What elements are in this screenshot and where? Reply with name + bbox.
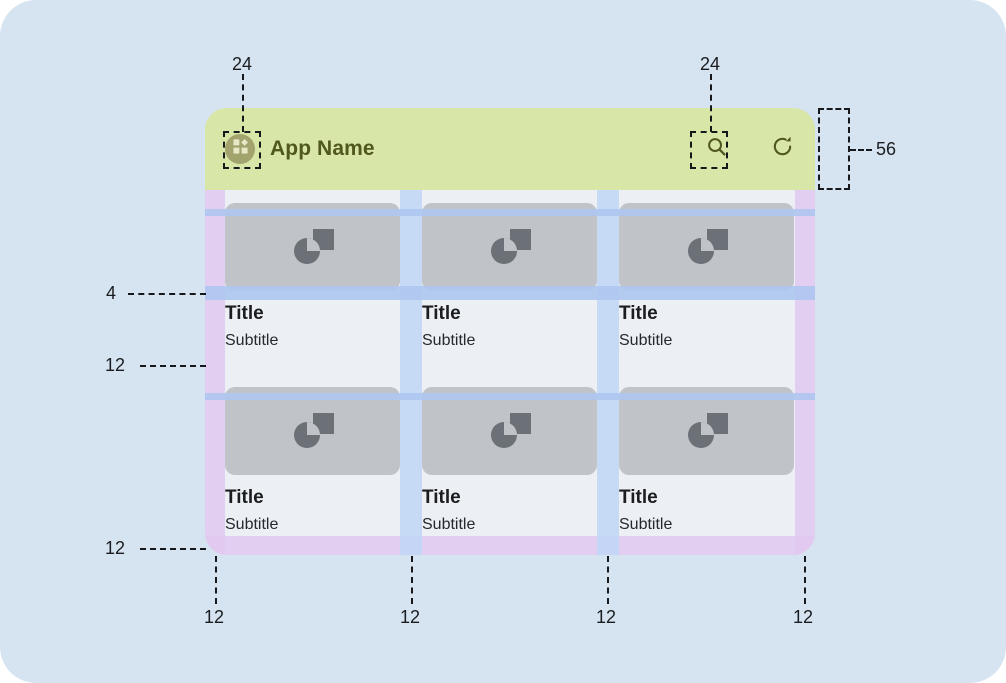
dim-label-gutter-mid-2: 12	[596, 607, 617, 627]
leader-media-title-gap	[128, 293, 206, 295]
card[interactable]: Title Subtitle	[422, 387, 597, 534]
dim-label-bottom-margin: 12	[105, 538, 126, 558]
card-subtitle: Subtitle	[422, 515, 476, 533]
card-title: Title	[619, 303, 658, 324]
leader-search-touch	[710, 74, 712, 132]
card-subtitle: Subtitle	[422, 331, 476, 349]
card-subtitle: Subtitle	[619, 331, 673, 349]
image-placeholder-icon	[490, 413, 531, 448]
app-logo-button[interactable]	[225, 134, 255, 164]
leader-row-gap	[140, 365, 206, 367]
card-title: Title	[619, 487, 658, 508]
card-text: Title Subtitle	[225, 475, 400, 534]
dim-label-search-touch: 24	[700, 54, 721, 74]
card[interactable]: Title Subtitle	[422, 203, 597, 350]
app-mock: App Name	[205, 108, 815, 555]
card[interactable]: Title Subtitle	[619, 387, 794, 534]
card-title: Title	[225, 487, 264, 508]
card-media	[619, 203, 794, 291]
leader-gutter-left	[215, 556, 217, 604]
card-media	[225, 203, 400, 291]
dim-label-gutter-right: 12	[793, 607, 814, 627]
dim-label-gutter-left: 12	[204, 607, 225, 627]
leader-bottom-margin	[140, 548, 206, 550]
search-icon	[705, 135, 728, 163]
leader-gutter-mid-2	[607, 556, 609, 604]
card-subtitle: Subtitle	[225, 515, 279, 533]
refresh-button[interactable]	[767, 134, 797, 164]
card-title: Title	[422, 487, 461, 508]
measure-box-appbar-height	[818, 108, 850, 190]
dim-label-row-gap: 12	[105, 355, 126, 375]
app-title: App Name	[270, 137, 375, 160]
card-text: Title Subtitle	[225, 291, 400, 350]
card-subtitle: Subtitle	[619, 515, 673, 533]
image-placeholder-icon	[293, 413, 334, 448]
leader-gutter-mid-1	[411, 556, 413, 604]
card-text: Title Subtitle	[422, 475, 597, 534]
card-media	[422, 387, 597, 475]
card-text: Title Subtitle	[619, 475, 794, 534]
card-media	[225, 387, 400, 475]
dim-label-gutter-mid-1: 12	[400, 607, 421, 627]
widgets-icon	[232, 138, 249, 160]
card-media	[422, 203, 597, 291]
card-grid: Title Subtitle Title Subtitle	[205, 190, 815, 555]
leader-gutter-right	[804, 556, 806, 604]
card-text: Title Subtitle	[422, 291, 597, 350]
app-bar: App Name	[205, 108, 815, 190]
image-placeholder-icon	[687, 413, 728, 448]
dim-label-media-title-gap: 4	[106, 283, 117, 303]
search-button[interactable]	[701, 134, 731, 164]
refresh-icon	[771, 135, 794, 163]
dim-label-logo-touch: 24	[232, 54, 253, 74]
card-subtitle: Subtitle	[225, 331, 279, 349]
leader-appbar-height	[850, 149, 872, 151]
card-title: Title	[422, 303, 461, 324]
image-placeholder-icon	[293, 229, 334, 264]
card-text: Title Subtitle	[619, 291, 794, 350]
card-title: Title	[225, 303, 264, 324]
leader-logo-touch	[242, 74, 244, 132]
image-placeholder-icon	[490, 229, 531, 264]
image-placeholder-icon	[687, 229, 728, 264]
card[interactable]: Title Subtitle	[619, 203, 794, 350]
card[interactable]: Title Subtitle	[225, 387, 400, 534]
card-media	[619, 387, 794, 475]
card[interactable]: Title Subtitle	[225, 203, 400, 350]
dim-label-appbar-height: 56	[876, 139, 897, 159]
